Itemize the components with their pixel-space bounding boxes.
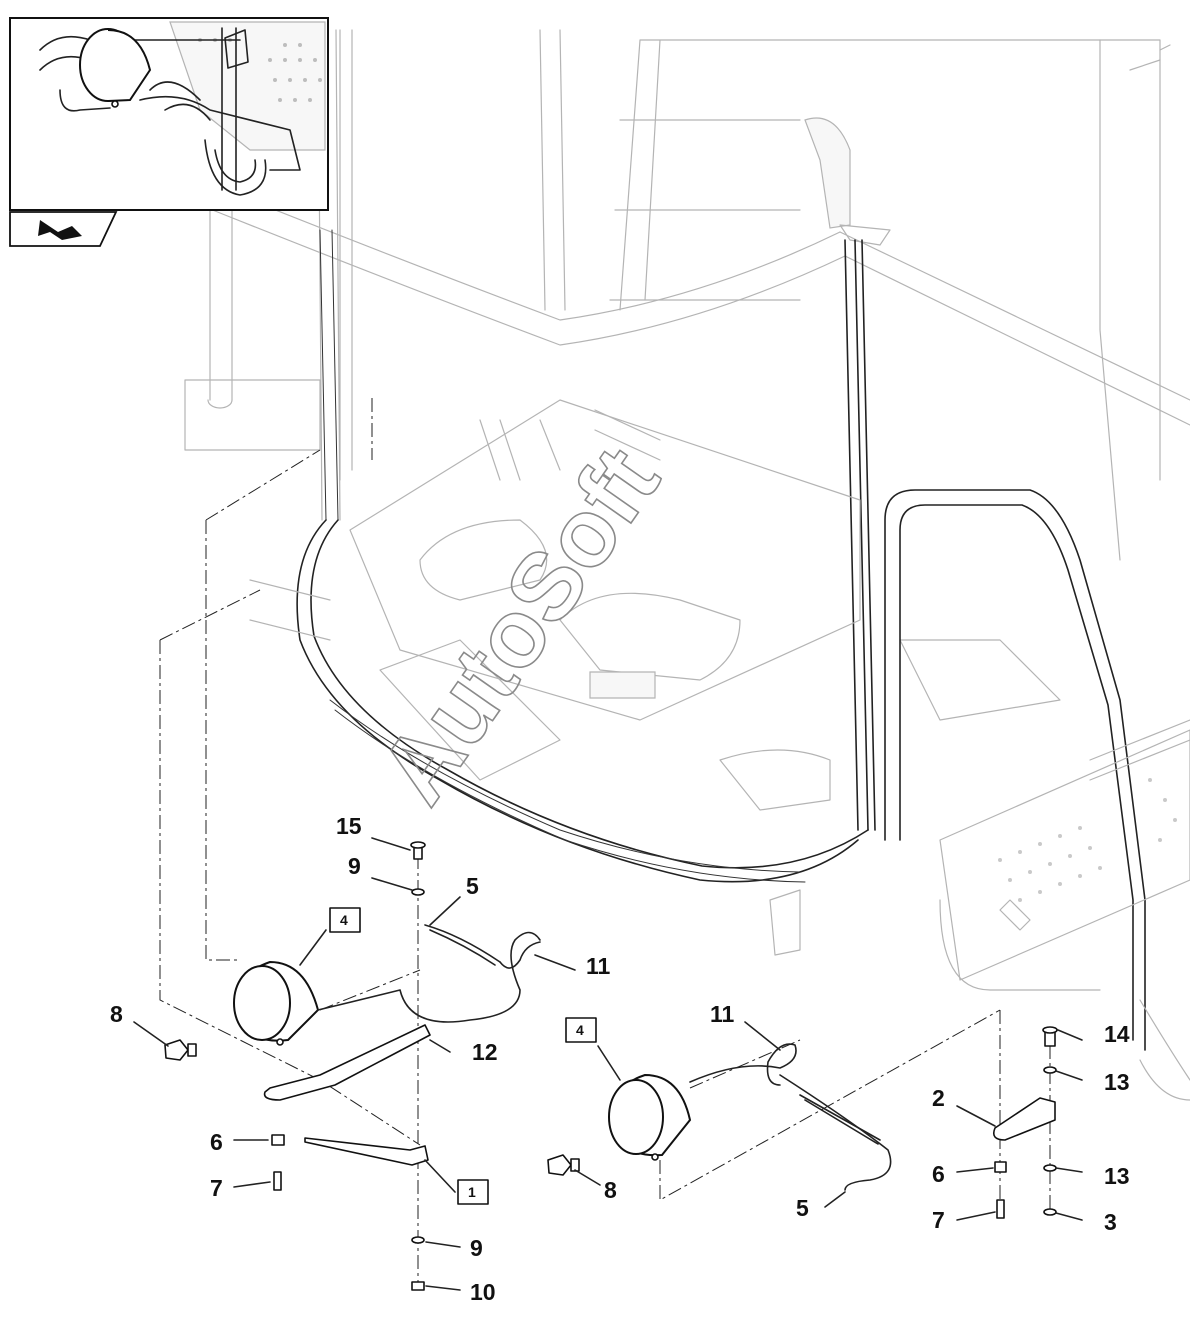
bracket-1 bbox=[304, 1137, 429, 1166]
callout-10: 10 bbox=[470, 1279, 496, 1305]
callout-13: 13 bbox=[1104, 1069, 1130, 1095]
callout-7-right: 7 bbox=[932, 1207, 945, 1233]
hardware-right bbox=[547, 1026, 1058, 1219]
callout-5-right: 5 bbox=[796, 1195, 809, 1221]
callout-4: 4 bbox=[340, 912, 348, 928]
bracket-2 bbox=[992, 1097, 1056, 1141]
callout-8-right: 8 bbox=[604, 1177, 617, 1203]
callout-9-lower: 9 bbox=[470, 1235, 483, 1261]
callout-6-right: 6 bbox=[932, 1161, 945, 1187]
callout-labels: 15 9 5 4 11 8 12 6 7 1 9 10 11 4 8 5 14 … bbox=[110, 813, 1130, 1305]
callout-box-4 bbox=[329, 907, 361, 933]
left-lamp-group bbox=[164, 841, 541, 1291]
wiring-harness-right bbox=[689, 1043, 892, 1191]
wiring-harness-left bbox=[317, 924, 541, 1023]
callout-11-right: 11 bbox=[710, 1001, 735, 1027]
callout-5: 5 bbox=[466, 873, 479, 899]
callout-11: 11 bbox=[586, 953, 611, 979]
callout-1: 1 bbox=[468, 1184, 476, 1200]
leader-lines bbox=[133, 837, 1083, 1291]
callout-8: 8 bbox=[110, 1001, 123, 1027]
callout-7: 7 bbox=[210, 1175, 223, 1201]
right-lamp-group bbox=[547, 1026, 1058, 1219]
watermark-text: AutoSoft bbox=[360, 429, 680, 822]
callout-box-1 bbox=[457, 1179, 489, 1205]
work-lamp-right bbox=[608, 1073, 692, 1161]
callout-12: 12 bbox=[472, 1039, 498, 1065]
callout-15: 15 bbox=[336, 813, 362, 839]
callout-box-4-right bbox=[565, 1017, 597, 1043]
callout-9: 9 bbox=[348, 853, 361, 879]
bracket-12 bbox=[263, 1024, 431, 1101]
callout-6: 6 bbox=[210, 1129, 223, 1155]
callout-13-lower: 13 bbox=[1104, 1163, 1130, 1189]
lamp-detail-inset bbox=[9, 17, 329, 211]
hardware-left bbox=[164, 841, 426, 1291]
callout-14: 14 bbox=[1104, 1021, 1130, 1047]
callout-2: 2 bbox=[932, 1085, 945, 1111]
callout-4-right: 4 bbox=[576, 1022, 584, 1038]
work-lamp-left bbox=[233, 960, 320, 1046]
cab-structure bbox=[184, 29, 1190, 1101]
arrow-back-icon[interactable] bbox=[9, 211, 118, 247]
callout-3: 3 bbox=[1104, 1209, 1117, 1235]
